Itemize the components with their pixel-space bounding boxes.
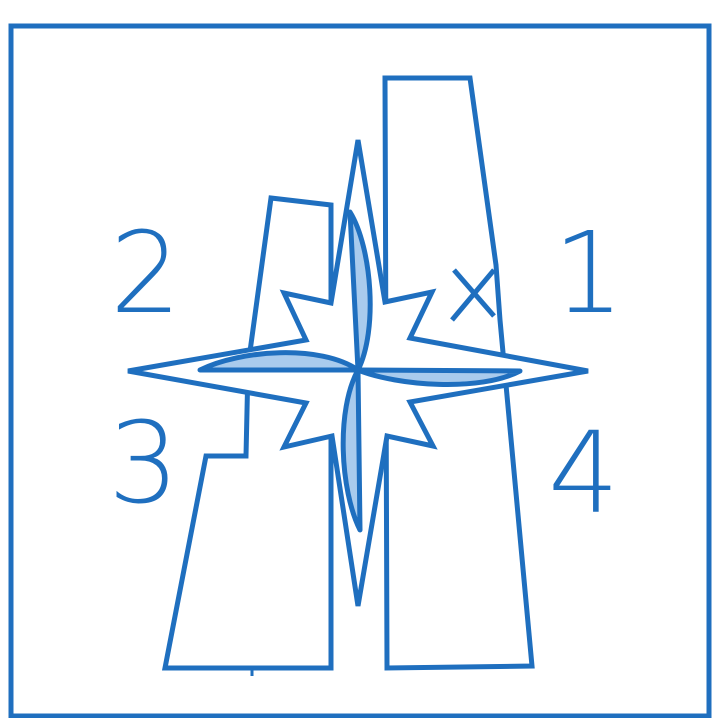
label-3: 3: [108, 399, 179, 529]
label-2: 2: [110, 209, 181, 339]
label-4: 4: [548, 409, 619, 539]
x-mark-icon: [452, 270, 494, 320]
label-1: 1: [553, 209, 624, 339]
